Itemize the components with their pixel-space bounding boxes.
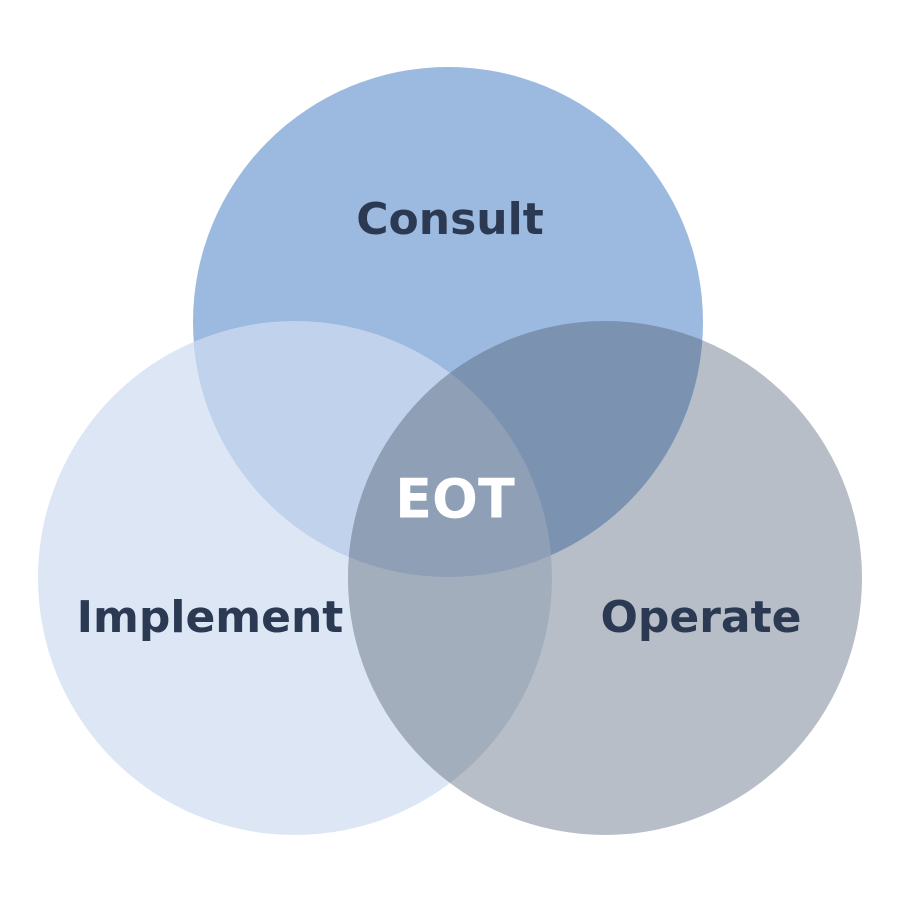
- center-label: EOT: [395, 468, 515, 531]
- consult-label: Consult: [356, 194, 543, 245]
- all-three-overlap: [348, 321, 552, 577]
- implement-label: Implement: [77, 592, 344, 643]
- operate-label: Operate: [600, 592, 801, 643]
